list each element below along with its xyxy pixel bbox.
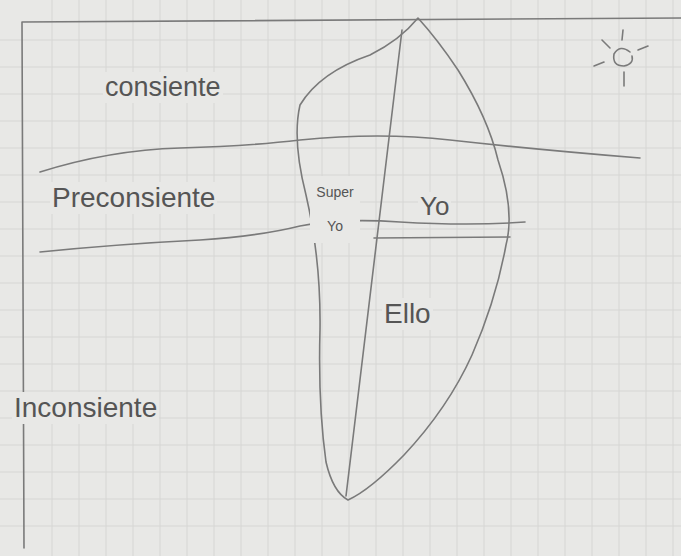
id-label: Ello (382, 298, 433, 330)
ego-label: Yo (418, 192, 451, 222)
superego-label: Super Yo (310, 176, 360, 243)
iceberg-outline (297, 18, 509, 500)
sun-rays (594, 30, 648, 86)
grid-rows (0, 40, 681, 526)
page-border (22, 18, 681, 548)
sun-doodle (594, 30, 648, 86)
sun-circle (614, 48, 633, 66)
depth-wave (40, 221, 525, 252)
preconscious-label: Preconsiente (50, 182, 217, 214)
unconscious-label: Inconsiente (12, 392, 159, 424)
grid-columns (52, 0, 673, 556)
conscious-label: consiente (103, 72, 223, 103)
ego-id-divider (374, 237, 510, 238)
superego-divider (346, 30, 402, 496)
surface-wave (40, 136, 640, 172)
